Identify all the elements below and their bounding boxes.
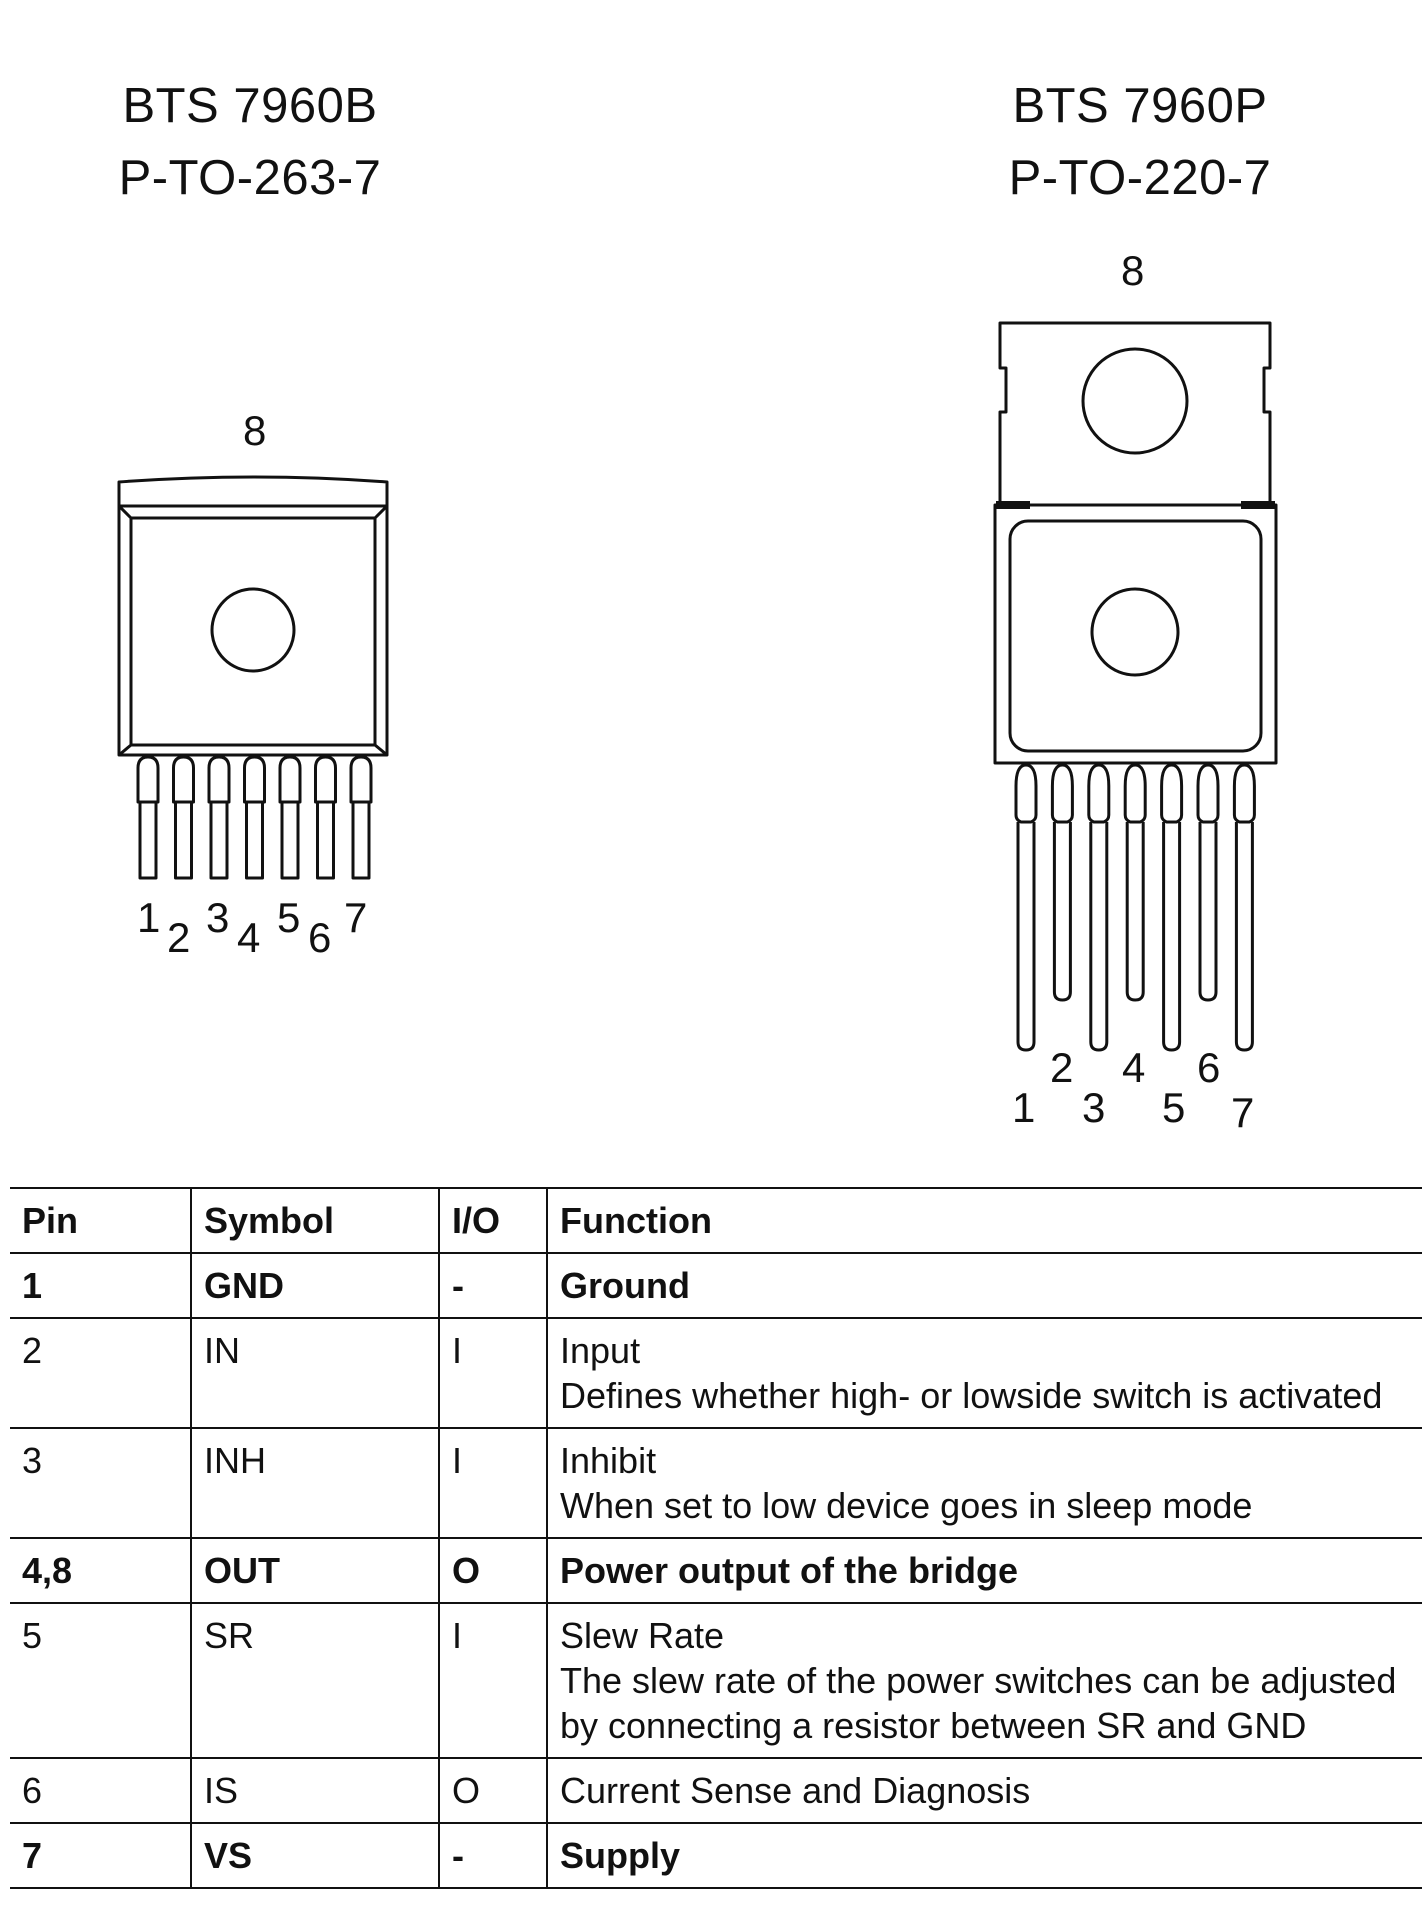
lead: [243, 755, 266, 880]
right-part-number: BTS 7960P: [1012, 79, 1268, 133]
right-pin-label: 2: [1050, 1044, 1074, 1091]
lead: [1087, 763, 1111, 1052]
left-package-leads: [136, 755, 373, 880]
lead: [314, 755, 337, 880]
header-pin: Pin: [10, 1187, 191, 1254]
lead: [278, 755, 302, 880]
lead: [1232, 763, 1256, 1052]
lead: [349, 755, 373, 880]
symbol-cell: SR: [190, 1603, 439, 1759]
io-cell: O: [438, 1538, 547, 1604]
left-pin-label: 7: [344, 894, 368, 941]
function-cell: Supply: [546, 1823, 1422, 1889]
lead: [136, 755, 160, 880]
lead: [1123, 763, 1147, 1002]
header-io: I/O: [438, 1187, 547, 1254]
symbol-cell: VS: [190, 1823, 439, 1889]
pin-cell: 7: [10, 1823, 191, 1889]
function-cell: Power output of the bridge: [546, 1538, 1422, 1604]
table-header-row: Pin Symbol I/O Function: [10, 1187, 1422, 1254]
right-package-outline: [993, 321, 1278, 765]
symbol-cell: IS: [190, 1758, 439, 1824]
left-pin-label: 5: [277, 894, 301, 941]
left-pin-label: 3: [206, 894, 230, 941]
function-name: Power output of the bridge: [560, 1550, 1018, 1591]
symbol-cell: INH: [190, 1428, 439, 1539]
left-pin-label: 1: [137, 894, 161, 941]
io-cell: -: [438, 1823, 547, 1889]
function-description: When set to low device goes in sleep mod…: [560, 1485, 1253, 1526]
function-description: Defines whether high- or lowside switch …: [560, 1375, 1383, 1416]
function-cell: Ground: [546, 1253, 1422, 1319]
lead: [1014, 763, 1038, 1052]
left-tab-pin-label: 8: [243, 407, 267, 454]
header-function: Function: [546, 1187, 1422, 1254]
lead: [207, 755, 231, 880]
symbol-cell: IN: [190, 1318, 439, 1429]
pin-cell: 2: [10, 1318, 191, 1429]
right-package-name: P-TO-220-7: [1008, 151, 1272, 205]
right-pin-label: 3: [1082, 1084, 1106, 1131]
lead: [1196, 763, 1220, 1002]
left-package-title: BTS 7960B P-TO-263-7: [60, 70, 440, 214]
left-part-number: BTS 7960B: [122, 79, 378, 133]
pin-cell: 5: [10, 1603, 191, 1759]
right-pin-label: 1: [1012, 1084, 1036, 1131]
function-name: Inhibit: [560, 1440, 657, 1481]
right-pin-label: 5: [1162, 1084, 1186, 1131]
pin-cell: 3: [10, 1428, 191, 1539]
pin-cell: 6: [10, 1758, 191, 1824]
function-cell: Current Sense and Diagnosis: [546, 1758, 1422, 1824]
right-pin-label: 4: [1122, 1044, 1146, 1091]
lead: [172, 755, 195, 880]
lead: [1050, 763, 1074, 1002]
io-cell: I: [438, 1318, 547, 1429]
symbol-cell: OUT: [190, 1538, 439, 1604]
io-cell: -: [438, 1253, 547, 1319]
function-name: Supply: [560, 1835, 681, 1876]
function-name: Input: [560, 1330, 641, 1371]
lead: [1160, 763, 1184, 1052]
io-cell: I: [438, 1603, 547, 1759]
right-package-leads: [1014, 763, 1256, 1052]
symbol-cell: GND: [190, 1253, 439, 1319]
header-symbol: Symbol: [190, 1187, 439, 1254]
right-tab-pin-label: 8: [1121, 247, 1145, 294]
function-description: The slew rate of the power switches can …: [560, 1660, 1397, 1746]
pin-cell: 4,8: [10, 1538, 191, 1604]
right-pin-label: 6: [1197, 1044, 1221, 1091]
io-cell: O: [438, 1758, 547, 1824]
left-pin-label: 4: [237, 914, 261, 961]
left-pin-label: 2: [167, 914, 191, 961]
function-name: Ground: [560, 1265, 690, 1306]
left-pin-label: 6: [308, 914, 332, 961]
right-pin-label: 7: [1231, 1089, 1255, 1136]
function-name: Slew Rate: [560, 1615, 725, 1656]
package-drawings: [117, 321, 1278, 1052]
pin-cell: 1: [10, 1253, 191, 1319]
right-package-title: BTS 7960P P-TO-220-7: [950, 70, 1330, 214]
left-package-name: P-TO-263-7: [118, 151, 382, 205]
io-cell: I: [438, 1428, 547, 1539]
left-package-outline: [117, 475, 389, 757]
function-name: Current Sense and Diagnosis: [560, 1770, 1031, 1811]
